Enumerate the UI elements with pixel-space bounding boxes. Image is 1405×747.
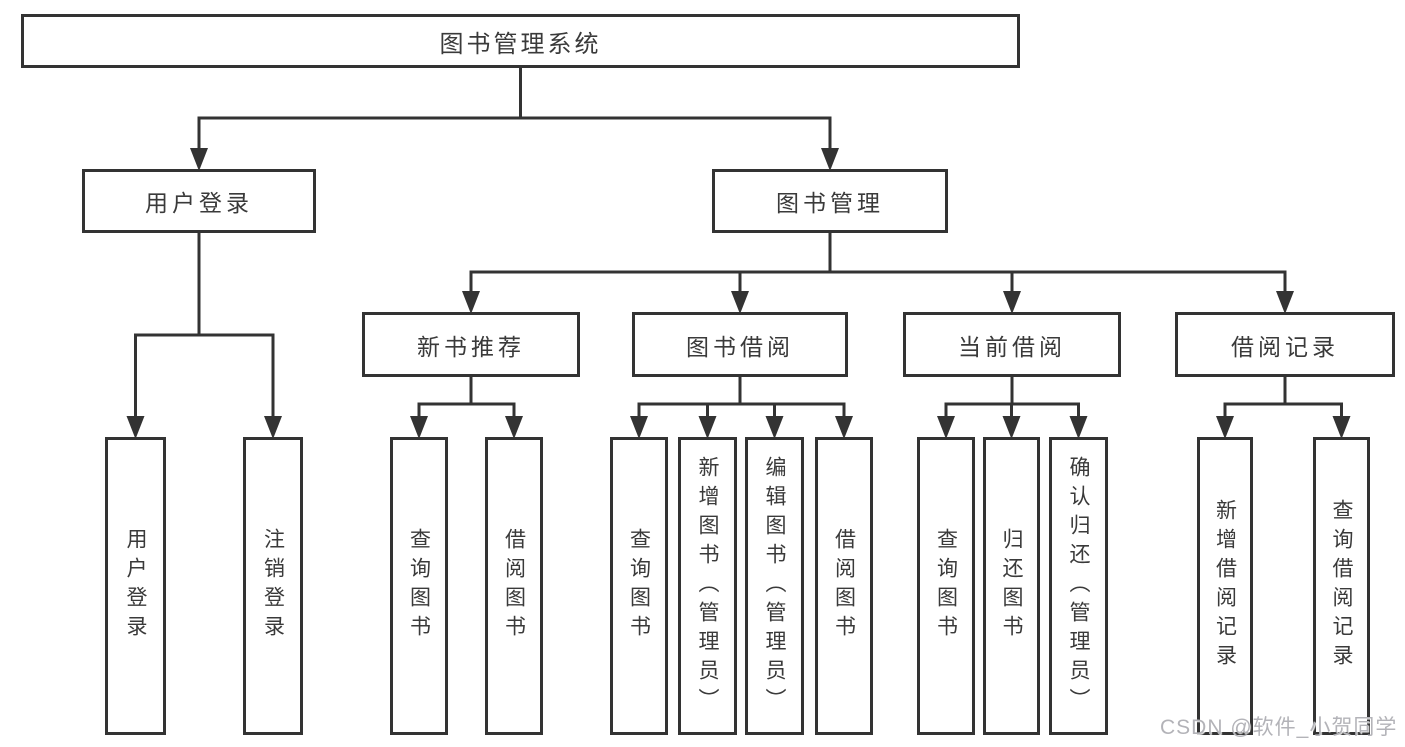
node-label: 图书管理系统 bbox=[439, 30, 602, 58]
node-label: 确认归还（管理员） bbox=[1067, 455, 1090, 717]
node-label: 用户登录 bbox=[145, 190, 253, 216]
node-leaf-query-books-1: 查询图书 bbox=[390, 437, 448, 735]
node-label: 编辑图书（管理员） bbox=[763, 455, 786, 717]
node-label: 新增图书（管理员） bbox=[696, 455, 719, 717]
node-leaf-confirm-return-admin: 确认归还（管理员） bbox=[1049, 437, 1108, 735]
node-borrowing-records: 借阅记录 bbox=[1175, 312, 1395, 377]
node-leaf-add-borrow-record: 新增借阅记录 bbox=[1197, 437, 1253, 735]
node-leaf-borrow-books-2: 借阅图书 bbox=[815, 437, 873, 735]
node-root: 图书管理系统 bbox=[21, 14, 1020, 68]
node-label: 查询图书 bbox=[934, 528, 958, 644]
node-leaf-edit-books-admin: 编辑图书（管理员） bbox=[745, 437, 804, 735]
node-leaf-user-login: 用户登录 bbox=[105, 437, 166, 735]
node-leaf-query-borrow-record: 查询借阅记录 bbox=[1313, 437, 1370, 735]
node-label: 新增借阅记录 bbox=[1213, 499, 1237, 673]
node-book-management: 图书管理 bbox=[712, 169, 948, 233]
node-label: 查询图书 bbox=[627, 528, 651, 644]
node-leaf-logout-login: 注销登录 bbox=[243, 437, 303, 735]
node-leaf-borrow-books-1: 借阅图书 bbox=[485, 437, 543, 735]
node-label: 查询图书 bbox=[407, 528, 431, 644]
node-leaf-query-books-2: 查询图书 bbox=[610, 437, 668, 735]
node-label: 借阅记录 bbox=[1231, 333, 1339, 360]
watermark: CSDN @软件_小贺同学 bbox=[1160, 716, 1398, 739]
node-leaf-query-books-3: 查询图书 bbox=[917, 437, 975, 735]
node-label: 用户登录 bbox=[124, 528, 147, 644]
node-label: 图书管理 bbox=[776, 190, 884, 216]
node-user-login: 用户登录 bbox=[82, 169, 316, 233]
node-label: 归还图书 bbox=[1000, 528, 1023, 644]
node-label: 借阅图书 bbox=[832, 528, 856, 644]
node-label: 当前借阅 bbox=[958, 333, 1066, 360]
node-label: 新书推荐 bbox=[417, 333, 525, 360]
node-leaf-add-books-admin: 新增图书（管理员） bbox=[678, 437, 737, 735]
node-new-book-recommend: 新书推荐 bbox=[362, 312, 580, 377]
node-label: 借阅图书 bbox=[502, 528, 526, 644]
node-book-borrowing: 图书借阅 bbox=[632, 312, 848, 377]
node-label: 查询借阅记录 bbox=[1330, 499, 1353, 673]
node-label: 注销登录 bbox=[261, 528, 285, 644]
node-current-borrowing: 当前借阅 bbox=[903, 312, 1121, 377]
node-label: 图书借阅 bbox=[686, 333, 794, 360]
node-leaf-return-books: 归还图书 bbox=[983, 437, 1040, 735]
